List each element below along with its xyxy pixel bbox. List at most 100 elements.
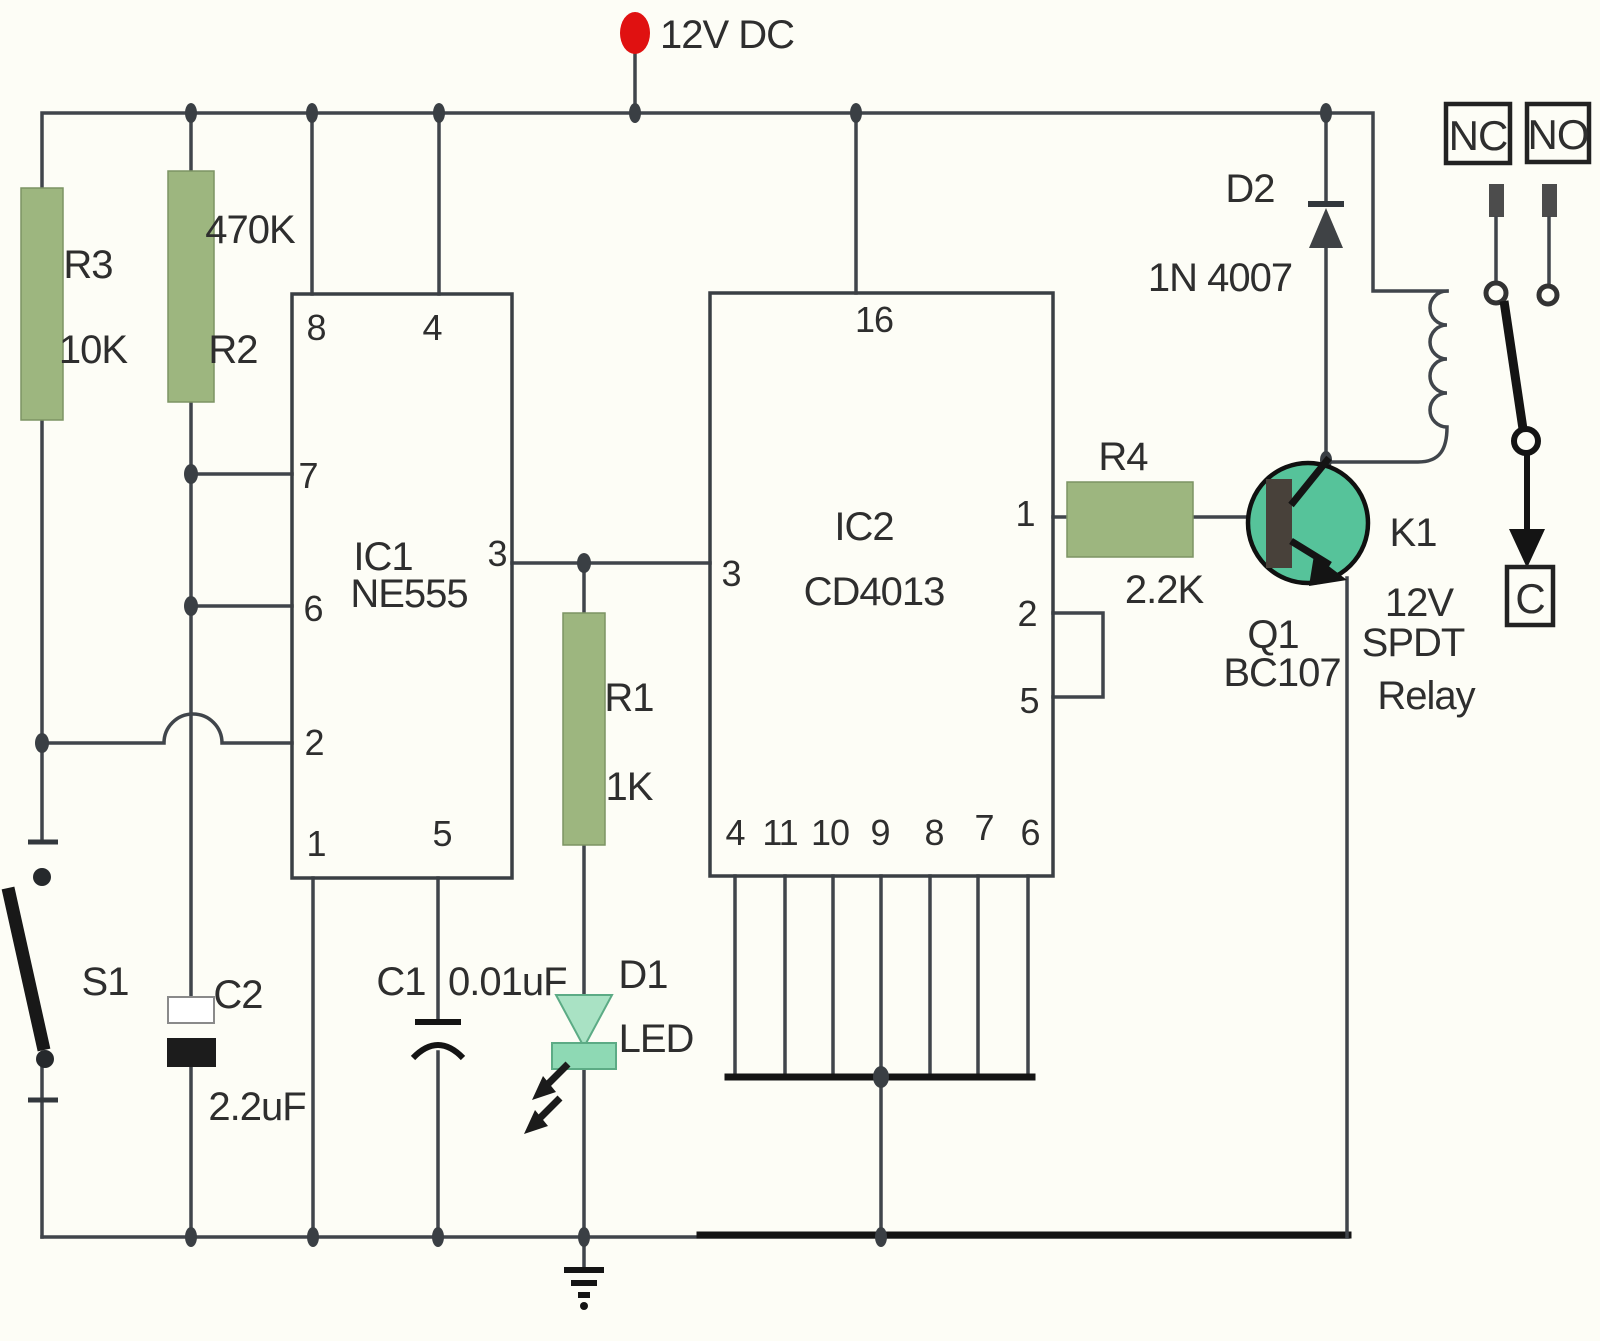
r4-value: 2.2K: [1125, 568, 1205, 612]
ic1-pin-5: 5: [432, 813, 451, 854]
c1-value: 0.01uF: [448, 960, 567, 1004]
common-arrowhead: [1509, 529, 1545, 568]
capacitor-c1: C1 0.01uF: [376, 960, 568, 1061]
ic2-pin-5: 5: [1019, 680, 1038, 721]
ic2-pin-16: 16: [855, 299, 893, 340]
r2-ref: R2: [208, 328, 257, 372]
relay-armature: [1499, 300, 1528, 430]
c2-value: 2.2uF: [208, 1085, 305, 1129]
led-arrowhead-2: [524, 1110, 548, 1134]
r1-ref: R1: [604, 676, 653, 720]
q1-emitter-lead: [1289, 538, 1332, 568]
ic1-ref: IC1: [353, 535, 412, 579]
common-pivot-ring: [1511, 426, 1541, 456]
switch-s1: S1: [1, 839, 129, 1103]
junction: [629, 103, 641, 123]
capacitor-c2: C2 2.2uF: [167, 973, 307, 1129]
resistor-body: [167, 170, 215, 403]
ic1-pin-1: 1: [306, 823, 325, 864]
junction: [432, 1227, 444, 1247]
r3-value: 10K: [59, 328, 128, 372]
resistor-r2: 470K R2: [167, 170, 297, 403]
ic1-pin-6: 6: [303, 588, 322, 629]
led-bar: [551, 1042, 617, 1070]
nc-contact-pin: [1489, 184, 1504, 217]
ic2-pin-b7: 7: [974, 807, 993, 848]
k1-desc-3: Relay: [1377, 674, 1475, 718]
common-terminal-box: [1504, 564, 1556, 628]
junction: [1320, 103, 1332, 123]
junction: [875, 1227, 887, 1247]
power-supply: 12V DC: [620, 12, 795, 57]
no-terminal-box: [1524, 101, 1592, 165]
ic2-pin-b9: 9: [870, 812, 889, 853]
junction: [184, 464, 198, 484]
diode-d2: D2 1N 4007: [1148, 167, 1344, 300]
c1-ref: C1: [376, 960, 425, 1004]
wire-pin2-pin5-loop: [1051, 611, 1105, 699]
s1-bottom-contact: [36, 1050, 54, 1068]
c2-plate-bottom: [167, 1038, 216, 1067]
c2-plate-top: [167, 996, 215, 1024]
resistor-body: [1066, 481, 1194, 558]
ic2-ref: IC2: [834, 505, 893, 549]
d1-ref: D1: [618, 953, 667, 997]
junction: [873, 1066, 889, 1088]
r4-ref: R4: [1098, 435, 1148, 479]
q1-emitter-arrowhead: [1309, 555, 1347, 586]
junction: [577, 553, 591, 573]
wire-top-rail: [40, 111, 1449, 293]
resistor-body: [562, 612, 606, 846]
ic1-pin-8: 8: [306, 307, 325, 348]
q1-ref: Q1: [1247, 613, 1298, 657]
q1-value: BC107: [1223, 651, 1340, 695]
d2-ref: D2: [1225, 167, 1274, 211]
led-triangle: [554, 994, 614, 1050]
resistor-r1: R1 1K: [562, 612, 655, 846]
led-arrowhead-1: [532, 1076, 556, 1100]
ic2-pin-1: 1: [1015, 493, 1034, 534]
ic2-pin-2: 2: [1017, 593, 1036, 634]
wire-pin2-hop: [40, 712, 294, 745]
ic2-pin-b11: 11: [762, 812, 797, 853]
ic1-pin-2: 2: [304, 722, 323, 763]
k1-ref: K1: [1390, 511, 1437, 555]
transistor-q1: Q1 BC107: [1223, 455, 1371, 695]
relay-k1: NC NO C K1 12V SPDT Relay: [1362, 101, 1592, 718]
s1-top-contact: [33, 868, 51, 886]
q1-base-bar: [1266, 479, 1292, 568]
junction: [433, 103, 445, 123]
k1-desc-2: SPDT: [1362, 621, 1465, 665]
ic2-pin-b4: 4: [725, 812, 744, 853]
no-contact-ring: [1536, 283, 1560, 307]
ic1-pin-3: 3: [487, 533, 506, 574]
junction: [35, 733, 49, 753]
ic2-pin-3: 3: [721, 553, 740, 594]
ic2-pin-b8: 8: [924, 812, 943, 853]
r2-value: 470K: [205, 208, 296, 252]
ic2-part: CD4013: [804, 570, 945, 614]
junction: [850, 103, 862, 123]
ic2-outline: [708, 291, 1055, 878]
ic1-pin-7: 7: [298, 455, 317, 496]
nc-contact-ring: [1483, 280, 1509, 306]
relay-coil: [1324, 289, 1449, 464]
junction: [185, 1227, 197, 1247]
resistor-body: [20, 187, 64, 421]
ic1-outline: [290, 292, 514, 880]
r1-value: 1K: [606, 765, 654, 809]
supply-terminal-dot: [620, 12, 650, 54]
d1-value: LED: [619, 1017, 694, 1061]
no-contact-pin: [1542, 184, 1557, 217]
nc-label: NC: [1449, 112, 1508, 159]
q1-collector-lead: [1288, 455, 1332, 508]
resistor-r3: R3 10K: [20, 187, 129, 421]
d2-triangle: [1309, 208, 1343, 248]
common-label: C: [1515, 575, 1544, 622]
ic2-cd4013: IC2 CD4013 16 3 1 2 5 4 11 10 9 8 7 6: [708, 291, 1055, 878]
supply-label: 12V DC: [660, 13, 794, 57]
ground-dot: [580, 1302, 588, 1310]
junction: [578, 1227, 590, 1247]
junction: [307, 1227, 319, 1247]
